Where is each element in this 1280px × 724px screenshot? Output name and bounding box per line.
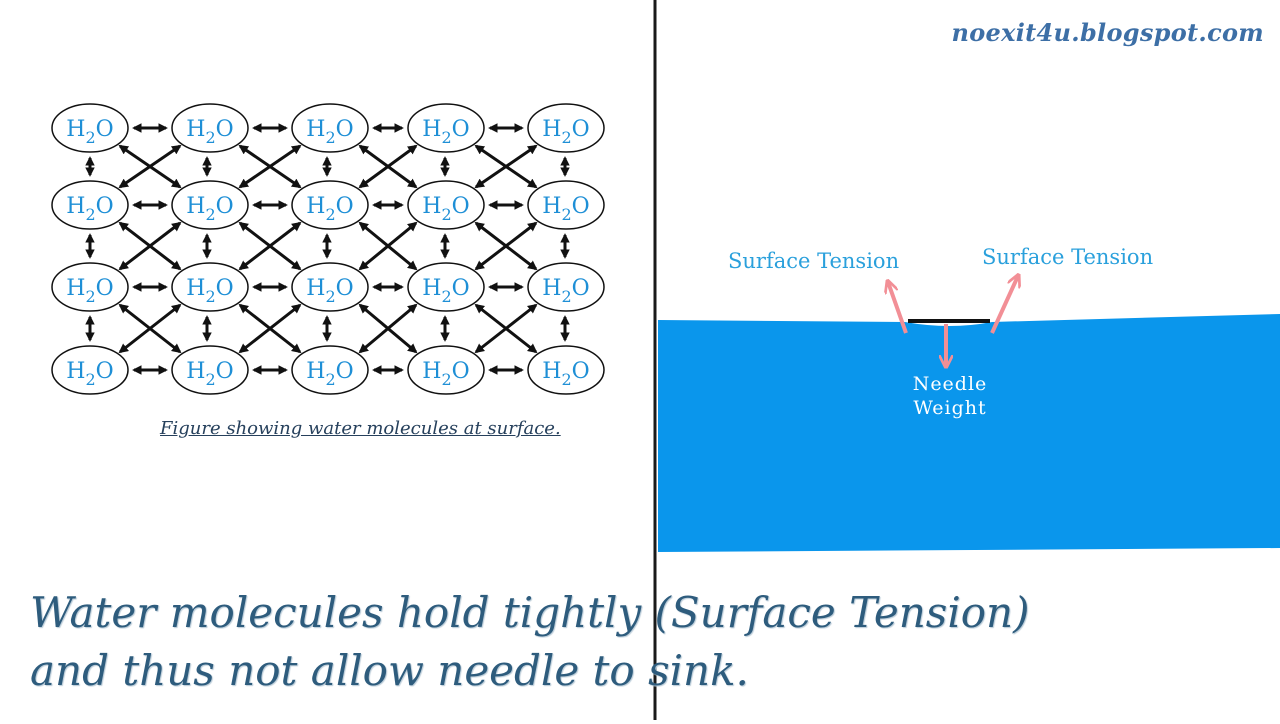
molecule-outline [527, 345, 605, 395]
water-molecule: H2O [527, 103, 605, 153]
molecule-outline [527, 103, 605, 153]
needle-weight-line1: Needle [912, 373, 988, 395]
surface-tension-arrow-left [888, 282, 908, 334]
water-molecule: H2O [171, 345, 249, 395]
molecule-label: H2O [306, 276, 353, 306]
water-molecule: H2O [51, 345, 129, 395]
diagonal-bond-arrow [118, 303, 182, 354]
molecule-grid: H2O H2O H2O H2O H2O H2O H2O H2O H2O H2O H2O H2O H2O H… [51, 103, 605, 395]
water-molecule: H2O [171, 103, 249, 153]
figure-caption: Figure showing water molecules at surfac… [160, 418, 561, 439]
molecule-outline [291, 262, 369, 312]
watermark: noexit4u.blogspot.com [951, 18, 1264, 47]
water-molecule: H2O [171, 180, 249, 230]
water-molecule: H2O [291, 345, 369, 395]
molecule-label: H2O [422, 117, 469, 147]
molecule-label: H2O [186, 276, 233, 306]
molecule-outline [407, 103, 485, 153]
surface-tension-arrow-right [990, 276, 1018, 334]
water-molecule: H2O [171, 262, 249, 312]
molecule-label: H2O [66, 359, 113, 389]
diagonal-bond-arrow [118, 144, 182, 189]
water-molecule: H2O [51, 103, 129, 153]
diagonal-bond-arrow [238, 221, 302, 271]
diagonal-bond-arrow [474, 144, 538, 189]
diagonal-bond-arrow [358, 144, 418, 189]
molecule-outline [51, 262, 129, 312]
molecule-outline [407, 345, 485, 395]
molecule-label: H2O [422, 194, 469, 224]
water-molecule: H2O [527, 180, 605, 230]
molecule-label: H2O [542, 359, 589, 389]
molecule-label: H2O [306, 359, 353, 389]
molecule-label: H2O [306, 194, 353, 224]
diagonal-bond-arrow [238, 144, 302, 189]
molecule-label: H2O [306, 117, 353, 147]
molecule-outline [51, 345, 129, 395]
surface-tension-label-left: Surface Tension [728, 249, 900, 273]
molecule-label: H2O [422, 359, 469, 389]
molecule-label: H2O [66, 117, 113, 147]
molecule-label: H2O [542, 276, 589, 306]
molecule-label: H2O [422, 276, 469, 306]
water-molecule: H2O [407, 180, 485, 230]
water-molecule: H2O [527, 345, 605, 395]
molecule-outline [171, 103, 249, 153]
water-molecule: H2O [527, 262, 605, 312]
diagonal-bond-arrow [474, 303, 538, 354]
water-molecule: H2O [407, 345, 485, 395]
molecule-outline [527, 180, 605, 230]
molecule-outline [171, 262, 249, 312]
surface-tension-label-right: Surface Tension [982, 245, 1154, 269]
molecule-outline [171, 180, 249, 230]
molecule-label: H2O [186, 194, 233, 224]
diagonal-bond-arrow [118, 221, 182, 271]
water-molecule: H2O [407, 103, 485, 153]
molecule-label: H2O [66, 276, 113, 306]
water-molecule: H2O [407, 262, 485, 312]
diagonal-bond-arrow [358, 303, 418, 354]
molecule-outline [51, 180, 129, 230]
molecule-outline [291, 180, 369, 230]
molecule-outline [291, 345, 369, 395]
bottom-caption: Water molecules hold tightly (Surface Te… [30, 584, 1030, 700]
molecule-label: H2O [186, 359, 233, 389]
water-molecule: H2O [51, 262, 129, 312]
molecule-outline [407, 262, 485, 312]
molecule-label: H2O [186, 117, 233, 147]
needle-weight-line2: Weight [913, 397, 987, 419]
molecule-outline [51, 103, 129, 153]
molecule-outline [291, 103, 369, 153]
molecule-label: H2O [542, 194, 589, 224]
bottom-caption-line1: Water molecules hold tightly (Surface Te… [30, 588, 1030, 637]
bottom-caption-line2: and thus not allow needle to sink. [30, 646, 749, 695]
diagonal-bond-arrow [238, 303, 302, 354]
molecule-label: H2O [66, 194, 113, 224]
molecule-outline [527, 262, 605, 312]
water-molecule: H2O [291, 262, 369, 312]
water-molecule: H2O [291, 180, 369, 230]
water-molecule: H2O [51, 180, 129, 230]
water-body [658, 314, 1280, 552]
molecule-outline [171, 345, 249, 395]
diagonal-bond-arrow [358, 221, 418, 271]
needle-weight-label: Needle Weight [880, 372, 1020, 420]
molecule-outline [407, 180, 485, 230]
water-molecule: H2O [291, 103, 369, 153]
diagonal-bond-arrow [474, 221, 538, 271]
molecule-label: H2O [542, 117, 589, 147]
